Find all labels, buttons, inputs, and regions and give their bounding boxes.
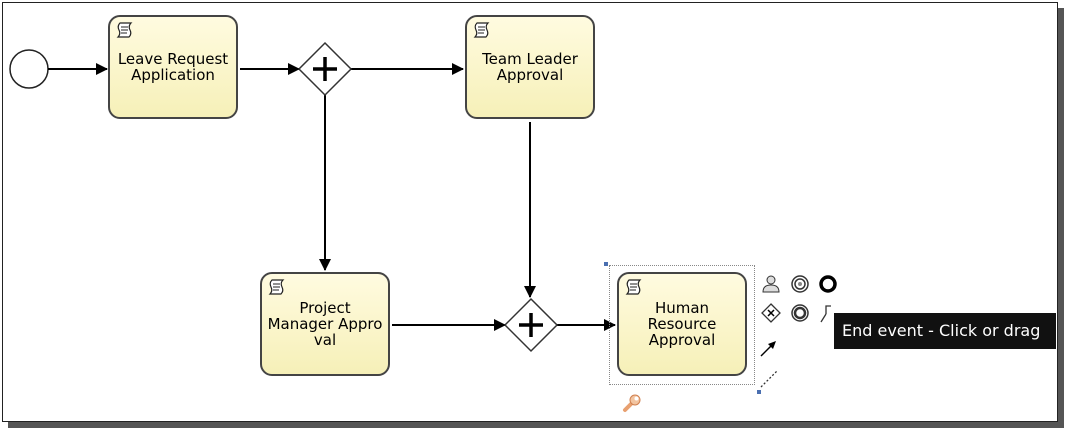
start-event[interactable] (9, 49, 49, 89)
script-task-icon (116, 22, 133, 38)
tooltip: End event - Click or drag (834, 313, 1056, 349)
task-label: Leave Request Application (117, 50, 229, 84)
script-task-icon (625, 279, 642, 295)
task-project-manager[interactable]: Project Manager Appro val (260, 272, 390, 376)
intermediate-event-icon[interactable] (789, 273, 811, 295)
task-label: Human Resource Approval (647, 299, 717, 349)
task-human-resource[interactable]: Human Resource Approval (617, 272, 747, 376)
exclusive-gateway-icon[interactable] (760, 302, 782, 324)
intermediate-throw-icon[interactable] (789, 302, 811, 324)
script-task-icon (268, 279, 285, 295)
end-event-icon[interactable] (817, 273, 839, 295)
task-leave-request[interactable]: Leave Request Application (108, 15, 238, 119)
task-label: Project Manager Appro val (267, 299, 383, 349)
annotation-icon[interactable] (817, 302, 839, 324)
user-task-icon[interactable] (760, 273, 782, 295)
wrench-icon[interactable] (621, 392, 643, 414)
script-task-icon (473, 22, 490, 38)
selection-handle[interactable] (604, 262, 608, 266)
sequence-flow-icon[interactable] (758, 337, 780, 359)
association-icon[interactable] (758, 368, 780, 390)
selection-handle[interactable] (757, 390, 761, 394)
task-label: Team Leader Approval (482, 50, 578, 84)
parallel-gateway-split[interactable] (297, 41, 353, 97)
parallel-gateway-join[interactable] (503, 297, 559, 353)
task-team-leader[interactable]: Team Leader Approval (465, 15, 595, 119)
selection-box (609, 265, 755, 385)
